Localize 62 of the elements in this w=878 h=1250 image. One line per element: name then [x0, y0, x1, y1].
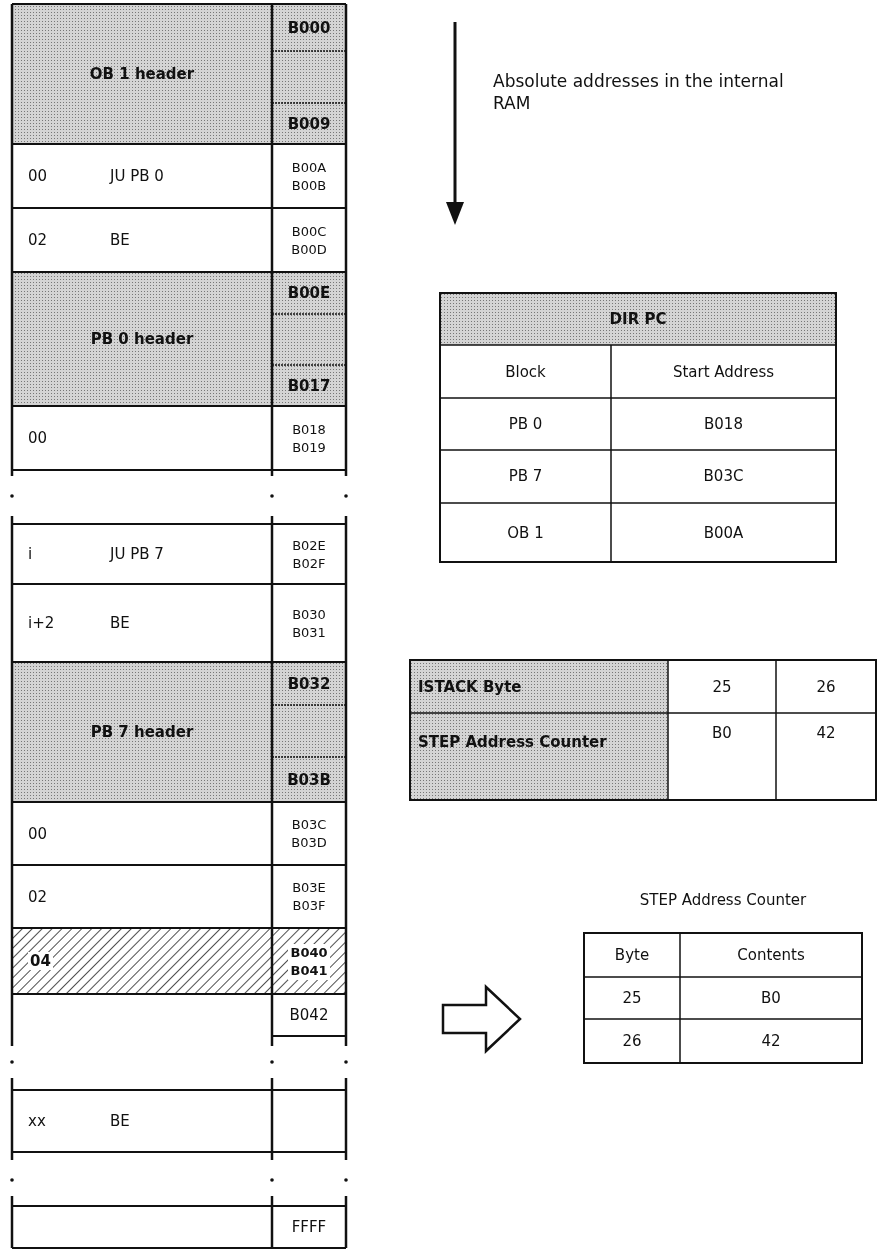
address-text: B03F [292, 897, 326, 915]
instruction-text: JU PB 7 [110, 545, 164, 563]
block-header-text: PB 0 header [90, 330, 194, 348]
address-text: B03D [291, 834, 327, 852]
block-header-text: PB 7 header [90, 723, 194, 741]
address-text: B00A [291, 158, 327, 177]
offset-text: 02 [28, 231, 48, 249]
address-text: B031 [292, 623, 326, 642]
offset-text: xx [28, 1112, 46, 1130]
address-text: B018 [292, 420, 326, 439]
byte-number: 26 [622, 1032, 642, 1050]
address-text: B03C [291, 816, 327, 834]
instruction-text: BE [110, 231, 130, 249]
block-name: PB 0 [508, 415, 543, 433]
byte-value: B0 [712, 724, 732, 742]
address-text: B009 [287, 114, 331, 133]
address-text: B00A [703, 523, 744, 542]
byte-number: 25 [622, 989, 642, 1007]
offset-text: 04 [28, 952, 53, 970]
table-title: DIR PC [609, 310, 667, 328]
byte-value: B0 [761, 989, 781, 1007]
address-text: B042 [289, 1006, 329, 1024]
instruction-text: BE [110, 1112, 130, 1130]
address-text: B00B [291, 176, 327, 195]
offset-text: 00 [28, 824, 48, 843]
byte-number: 25 [712, 677, 732, 696]
byte-number: 26 [816, 677, 836, 696]
offset-text: i [28, 545, 33, 563]
column-header: Byte [614, 946, 650, 964]
address-text: B018 [704, 415, 743, 433]
byte-value: 42 [816, 724, 836, 742]
row-header: ISTACK Byte [418, 677, 522, 696]
byte-value: 42 [761, 1032, 781, 1050]
address-text: B00E [287, 284, 331, 302]
row-header: STEP Address Counter [418, 732, 607, 753]
address-text: B02E [292, 536, 326, 555]
address-text: B017 [287, 376, 331, 395]
block-name: PB 7 [508, 467, 543, 485]
note-text: Absolute addresses in the internal RAM [493, 70, 785, 114]
address-text: B000 [287, 18, 331, 37]
offset-text: 00 [28, 429, 48, 447]
offset-text: i+2 [28, 614, 55, 632]
address-text: FFFF [291, 1218, 327, 1236]
address-text: B00D [291, 240, 327, 259]
instruction-text: BE [110, 614, 130, 632]
address-text: B019 [292, 438, 326, 457]
address-text: B03B [287, 770, 331, 789]
column-header: Contents [737, 946, 805, 964]
address-text: B032 [287, 674, 331, 693]
address-text: B02F [292, 554, 326, 573]
column-header: Start Address [672, 362, 775, 381]
address-text: B03E [292, 879, 326, 897]
block-name: OB 1 [507, 523, 544, 542]
column-header: Block [505, 362, 546, 381]
address-text: B00C [291, 222, 327, 241]
address-text: B03C [703, 467, 744, 485]
address-text: B030 [292, 605, 326, 624]
offset-text: 02 [28, 887, 48, 906]
block-header-text: OB 1 header [89, 65, 195, 83]
instruction-text: JU PB 0 [110, 167, 164, 185]
table-title: STEP Address Counter [639, 891, 807, 909]
offset-text: 00 [28, 167, 48, 185]
